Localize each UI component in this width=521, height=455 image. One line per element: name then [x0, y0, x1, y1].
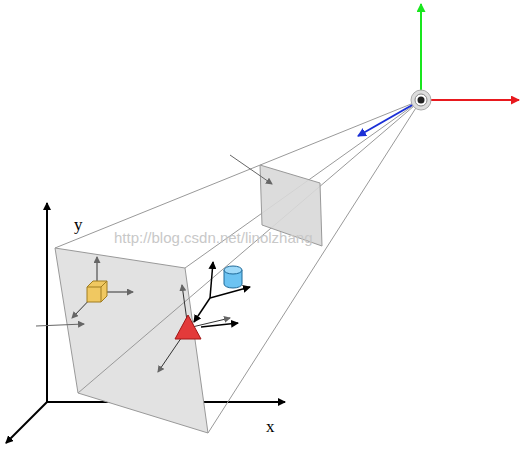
watermark: http://blog.csdn.net/linolzhang	[114, 230, 312, 245]
axis-label: x	[266, 418, 275, 435]
axis-label: y	[74, 216, 83, 233]
